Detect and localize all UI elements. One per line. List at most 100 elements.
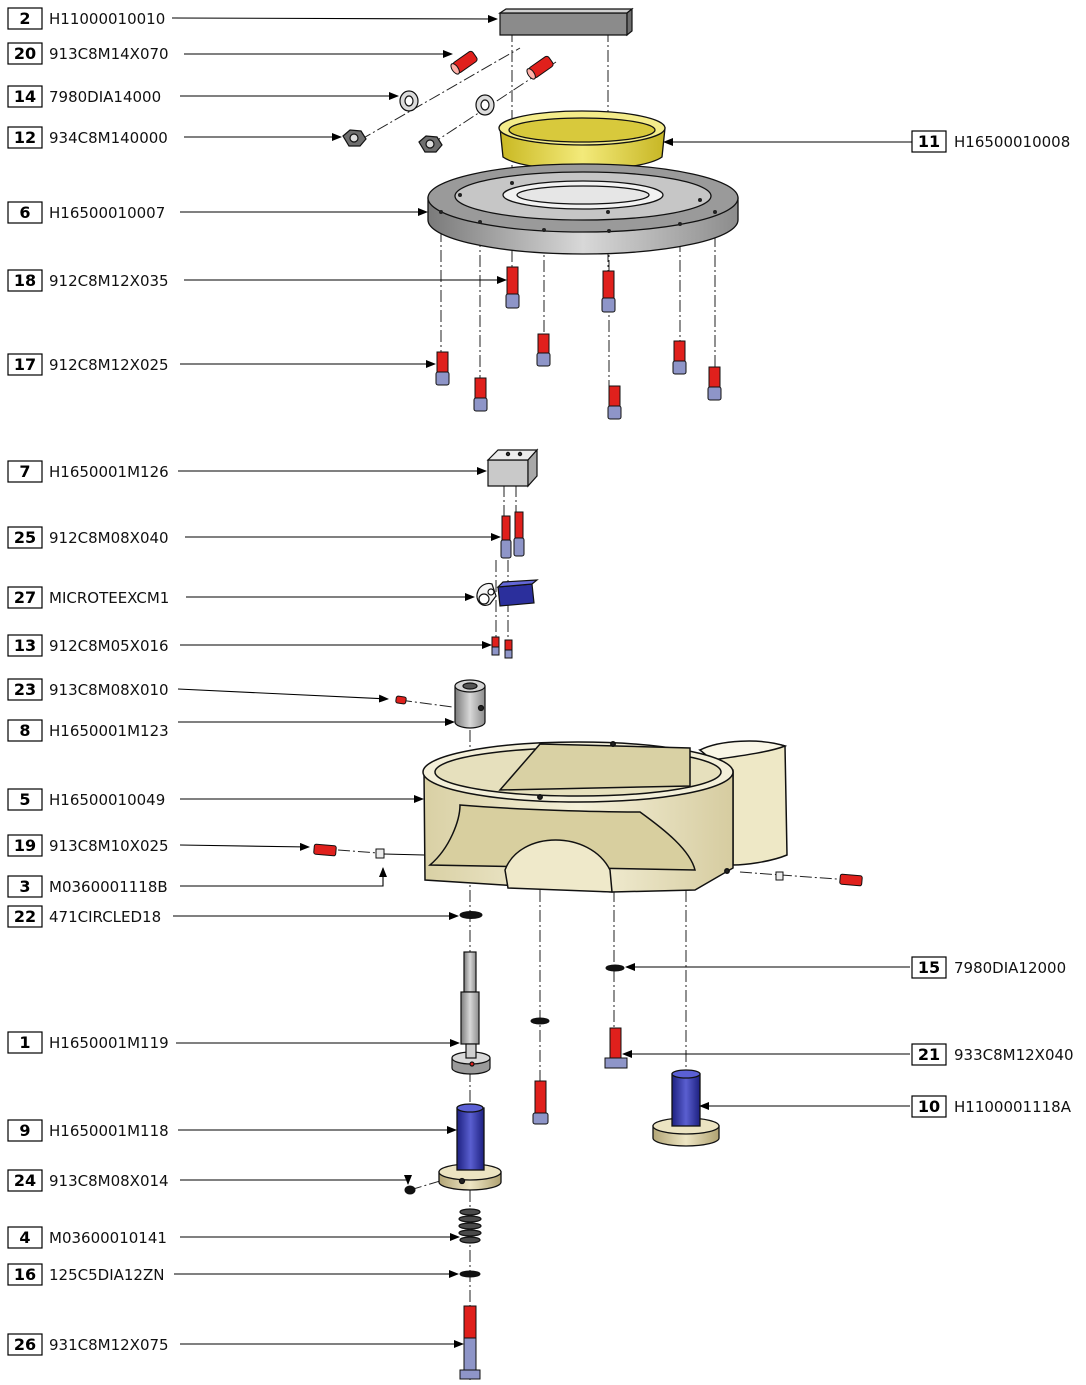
part-21-hex-screw bbox=[532, 1027, 628, 1125]
callout-17-code: 912C8M12X025 bbox=[49, 356, 169, 374]
callout-25-number: 25 bbox=[14, 528, 36, 547]
callout-21-number: 21 bbox=[918, 1045, 940, 1064]
part-26-hex-bolt bbox=[459, 1305, 481, 1380]
callout-9-code: H1650001M118 bbox=[49, 1122, 169, 1140]
callout-8: 8 H1650001M123 bbox=[7, 719, 169, 742]
part-13-small-screws bbox=[491, 636, 513, 659]
callout-19: 19 913C8M10X025 bbox=[7, 834, 169, 857]
part-22-circlip bbox=[459, 911, 483, 919]
callout-18-number: 18 bbox=[14, 271, 36, 290]
callout-4: 4 M03600010141 bbox=[7, 1226, 167, 1249]
callout-4-code: M03600010141 bbox=[49, 1229, 167, 1247]
part-18-cap-screws bbox=[505, 266, 616, 313]
part-2-bar bbox=[498, 7, 634, 37]
callout-8-code: H1650001M123 bbox=[49, 722, 169, 740]
part-4-spring bbox=[458, 1208, 482, 1244]
callout-27: 27 MICROTEEXCM1 bbox=[7, 586, 169, 609]
part-7-block bbox=[486, 448, 539, 488]
callout-22: 22 471CIRCLED18 bbox=[7, 905, 161, 928]
callout-22-number: 22 bbox=[14, 907, 36, 926]
callout-6: 6 H16500010007 bbox=[7, 201, 165, 224]
callout-23-number: 23 bbox=[14, 680, 36, 699]
part-1-shaft bbox=[451, 951, 491, 1075]
callout-2-number: 2 bbox=[19, 9, 30, 28]
part-19-set-screws bbox=[313, 843, 863, 887]
callout-7-number: 7 bbox=[19, 462, 30, 481]
callout-13: 13 912C8M05X016 bbox=[7, 634, 169, 657]
callout-15: 15 7980DIA12000 bbox=[911, 956, 1066, 979]
callout-6-code: H16500010007 bbox=[49, 204, 165, 222]
callout-24: 24 913C8M08X014 bbox=[7, 1169, 169, 1192]
part-25-screws bbox=[500, 511, 525, 559]
callout-2-code: H11000010010 bbox=[49, 10, 165, 28]
callout-17: 17 912C8M12X025 bbox=[7, 353, 169, 376]
callout-14: 14 7980DIA14000 bbox=[7, 85, 161, 108]
callout-20-number: 20 bbox=[14, 44, 36, 63]
callout-11-number: 11 bbox=[918, 132, 940, 151]
callout-3-number: 3 bbox=[19, 877, 30, 896]
callout-24-number: 24 bbox=[14, 1171, 36, 1190]
callout-12-code: 934C8M140000 bbox=[49, 129, 168, 147]
callout-27-code: MICROTEEXCM1 bbox=[49, 589, 169, 607]
part-3-pins bbox=[375, 848, 784, 881]
part-15-washer bbox=[530, 964, 625, 1025]
callout-5: 5 H16500010049 bbox=[7, 788, 165, 811]
callout-18-code: 912C8M12X035 bbox=[49, 272, 169, 290]
part-12-nuts bbox=[342, 129, 443, 153]
callout-6-number: 6 bbox=[19, 203, 30, 222]
callout-1-code: H1650001M119 bbox=[49, 1034, 169, 1052]
callout-25-code: 912C8M08X040 bbox=[49, 529, 169, 547]
callout-11: 11 H16500010008 bbox=[911, 130, 1070, 153]
callout-26-number: 26 bbox=[14, 1335, 36, 1354]
callout-19-number: 19 bbox=[14, 836, 36, 855]
callout-1: 1 H1650001M119 bbox=[7, 1031, 169, 1054]
part-24-set-screw bbox=[404, 1185, 416, 1195]
callout-19-code: 913C8M10X025 bbox=[49, 837, 169, 855]
callout-4-number: 4 bbox=[19, 1228, 30, 1247]
callout-13-number: 13 bbox=[14, 636, 36, 655]
callout-11-code: H16500010008 bbox=[954, 133, 1070, 151]
callout-12-number: 12 bbox=[14, 128, 36, 147]
callout-17-number: 17 bbox=[14, 355, 36, 374]
part-14-washers bbox=[399, 90, 495, 116]
part-23-set-screw bbox=[395, 695, 407, 705]
callout-10: 10 H1100001118A bbox=[911, 1095, 1072, 1118]
part-6-flange bbox=[427, 163, 739, 255]
callout-12: 12 934C8M140000 bbox=[7, 126, 168, 149]
callout-8-number: 8 bbox=[19, 721, 30, 740]
callout-26: 26 931C8M12X075 bbox=[7, 1333, 169, 1356]
part-5-housing bbox=[422, 740, 788, 893]
callout-27-number: 27 bbox=[14, 588, 36, 607]
callout-14-number: 14 bbox=[14, 87, 36, 106]
part-27-micro-switch bbox=[476, 579, 539, 607]
callout-15-number: 15 bbox=[918, 958, 940, 977]
callout-10-number: 10 bbox=[918, 1097, 940, 1116]
callout-7: 7 H1650001M126 bbox=[7, 460, 169, 483]
part-11-gold-ring bbox=[498, 110, 666, 171]
callout-24-code: 913C8M08X014 bbox=[49, 1172, 169, 1190]
callout-5-code: H16500010049 bbox=[49, 791, 165, 809]
part-8-collar bbox=[454, 679, 486, 729]
callout-9-number: 9 bbox=[19, 1121, 30, 1140]
callout-10-code: H1100001118A bbox=[954, 1098, 1072, 1116]
callout-2: 2 H11000010010 bbox=[7, 7, 165, 30]
callout-leaders bbox=[171, 14, 912, 1348]
callout-18: 18 912C8M12X035 bbox=[7, 269, 169, 292]
callout-23-code: 913C8M08X010 bbox=[49, 681, 169, 699]
part-16-washer bbox=[459, 1270, 481, 1278]
callout-25: 25 912C8M08X040 bbox=[7, 526, 169, 549]
part-17-cap-screws bbox=[435, 333, 722, 420]
callout-22-code: 471CIRCLED18 bbox=[49, 908, 161, 926]
callout-5-number: 5 bbox=[19, 790, 30, 809]
callout-16-number: 16 bbox=[14, 1265, 36, 1284]
callout-21: 21 933C8M12X040 bbox=[911, 1043, 1074, 1066]
callout-21-code: 933C8M12X040 bbox=[954, 1046, 1074, 1064]
callout-7-code: H1650001M126 bbox=[49, 463, 169, 481]
part-10-pin bbox=[652, 1069, 720, 1147]
callout-9: 9 H1650001M118 bbox=[7, 1119, 169, 1142]
callout-1-number: 1 bbox=[19, 1033, 30, 1052]
callout-20-code: 913C8M14X070 bbox=[49, 45, 169, 63]
callout-15-code: 7980DIA12000 bbox=[954, 959, 1066, 977]
